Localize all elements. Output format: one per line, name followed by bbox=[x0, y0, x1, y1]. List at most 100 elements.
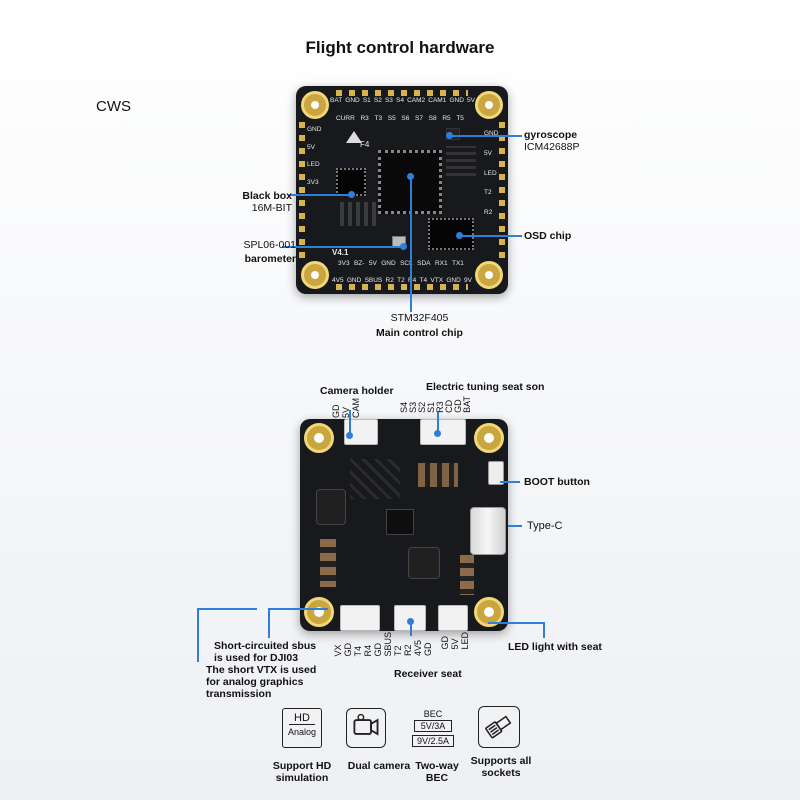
pin-label: BAT bbox=[330, 97, 343, 104]
camera-icon bbox=[346, 708, 386, 748]
socket-icon bbox=[478, 706, 520, 748]
small-components-2 bbox=[446, 146, 476, 176]
pin-label: LED bbox=[484, 169, 497, 177]
pin-label: 3V3 bbox=[307, 178, 319, 186]
f4-silk: F4 bbox=[360, 140, 370, 149]
mount-hole-tr bbox=[474, 423, 504, 453]
blackbox-size: 16M-BIT bbox=[251, 202, 292, 214]
regulator-chip bbox=[386, 509, 414, 535]
edge-pads-top bbox=[336, 90, 468, 96]
edge-pads-right bbox=[499, 122, 505, 258]
inductor-left bbox=[316, 489, 346, 525]
receiver-seat-label: Receiver seat bbox=[394, 668, 462, 680]
pin-label: CAM1 bbox=[428, 97, 447, 104]
pin-label: SBUS bbox=[383, 632, 393, 657]
resistor-array bbox=[418, 463, 458, 487]
camera-connector bbox=[344, 419, 378, 445]
blackbox-leader-line bbox=[290, 194, 350, 196]
pin-label: T4 bbox=[353, 646, 363, 657]
pin-label: R5 bbox=[442, 115, 451, 122]
right-pin-column: GND 5V LED T2 R2 bbox=[484, 130, 498, 216]
pin-label: S1 bbox=[362, 97, 371, 104]
pin-label: 5V bbox=[484, 149, 492, 157]
mount-hole-tl bbox=[304, 423, 334, 453]
pin-label: T2 bbox=[484, 189, 492, 197]
pin-label: CURR bbox=[336, 115, 355, 122]
esc-connector bbox=[420, 419, 466, 445]
top-pin-row-1: BAT GND S1 S2 S3 S4 CAM2 CAM1 GND 5V bbox=[330, 97, 475, 104]
mcu-leader-dot bbox=[407, 173, 414, 180]
pin-label: BZ- bbox=[353, 260, 365, 267]
pin-label: GD bbox=[423, 642, 433, 657]
led-leader-vert bbox=[543, 622, 545, 638]
esc-seat-label: Electric tuning seat son bbox=[426, 381, 545, 393]
baro-part: SPL06-001 bbox=[243, 239, 296, 251]
pin-label: T5 bbox=[456, 115, 464, 122]
right-bottom-pin-labels: GD 5V LED bbox=[440, 632, 470, 650]
edge-pads-bottom bbox=[336, 284, 468, 290]
baro-name: barometer bbox=[244, 253, 296, 265]
pin-label: S7 bbox=[415, 115, 423, 122]
pin-label: R2 bbox=[484, 209, 493, 216]
gyro-leader-dot bbox=[446, 132, 453, 139]
bottom-pin-row-1: 3V3 BZ- 5V GND SCL SDA RX1 TX1 bbox=[338, 260, 464, 267]
boot-button[interactable] bbox=[488, 461, 504, 485]
osd-chip bbox=[428, 218, 474, 250]
mcu-name: Main control chip bbox=[376, 327, 463, 339]
boot-label: BOOT button bbox=[524, 476, 590, 488]
pin-label: GND bbox=[346, 277, 362, 284]
pin-label: GND bbox=[307, 126, 322, 133]
mcu-label: STM32F405 Main control chip bbox=[376, 312, 463, 339]
pin-label: S4 bbox=[396, 97, 404, 104]
feature-camera-label: Dual camera bbox=[347, 760, 411, 772]
capacitor-cluster bbox=[320, 539, 336, 587]
feature-hd-label: Support HD simulation bbox=[272, 760, 332, 784]
hd-icon-text: HD bbox=[289, 712, 315, 725]
receiver-connector-left bbox=[340, 605, 380, 631]
led-seat-label: LED light with seat bbox=[508, 641, 602, 653]
led-connector bbox=[438, 605, 468, 631]
mcu-part: STM32F405 bbox=[390, 312, 449, 324]
pin-label: R2 bbox=[403, 644, 413, 657]
pin-label: 3V3 bbox=[338, 260, 350, 267]
pin-label: GND bbox=[446, 277, 461, 284]
bec-icon-9v: 9V/2.5A bbox=[412, 735, 454, 747]
small-components bbox=[340, 202, 380, 226]
bottom-pin-row-2: 4V5 GND SBUS R2 T2 R4 T4 VTX GND 9V bbox=[332, 277, 472, 284]
pin-label: S8 bbox=[428, 115, 437, 122]
arrow-logo-icon bbox=[346, 131, 362, 143]
cam-pin-labels: GD 5V CAM bbox=[331, 398, 361, 418]
mount-hole-bl bbox=[304, 597, 334, 627]
pin-label: T2 bbox=[397, 277, 405, 284]
pin-label: LED bbox=[460, 632, 470, 650]
pin-label: S2 bbox=[373, 97, 382, 104]
mcu-leader-line bbox=[410, 176, 412, 312]
mount-hole-tr bbox=[475, 91, 503, 119]
bec-icon-title: BEC bbox=[423, 709, 443, 719]
sbus-leader-vert bbox=[268, 608, 270, 638]
small-smd-parts bbox=[350, 459, 400, 499]
pin-label: R4 bbox=[363, 645, 373, 657]
esc-leader-dot bbox=[434, 430, 441, 437]
vtx-leader-vert bbox=[197, 608, 199, 662]
blackbox-leader-dot bbox=[348, 191, 355, 198]
bec-icon: BEC 5V/3A 9V/2.5A bbox=[410, 706, 456, 752]
pin-label: GD bbox=[440, 636, 450, 650]
usb-type-c-port[interactable] bbox=[470, 507, 506, 555]
pin-label: TX1 bbox=[452, 260, 464, 267]
vtx-note: The short VTX is used for analog graphic… bbox=[206, 664, 317, 700]
bottom-flight-controller-board bbox=[300, 419, 508, 631]
pin-label: GND bbox=[449, 97, 464, 104]
gyro-name: gyroscope bbox=[524, 129, 578, 141]
mount-hole-tl bbox=[301, 91, 329, 119]
pin-label: GND bbox=[381, 260, 396, 267]
baro-leader-dot bbox=[400, 243, 407, 250]
mount-hole-br bbox=[475, 261, 503, 289]
blackbox-name: Black box bbox=[242, 190, 292, 202]
pin-label: BAT bbox=[462, 396, 472, 413]
boot-leader-line bbox=[500, 481, 520, 483]
watermark: CWS bbox=[96, 98, 131, 115]
feature-socket-label: Supports all sockets bbox=[470, 755, 532, 779]
typec-leader-line bbox=[508, 525, 522, 527]
pin-label: T3 bbox=[374, 115, 383, 122]
